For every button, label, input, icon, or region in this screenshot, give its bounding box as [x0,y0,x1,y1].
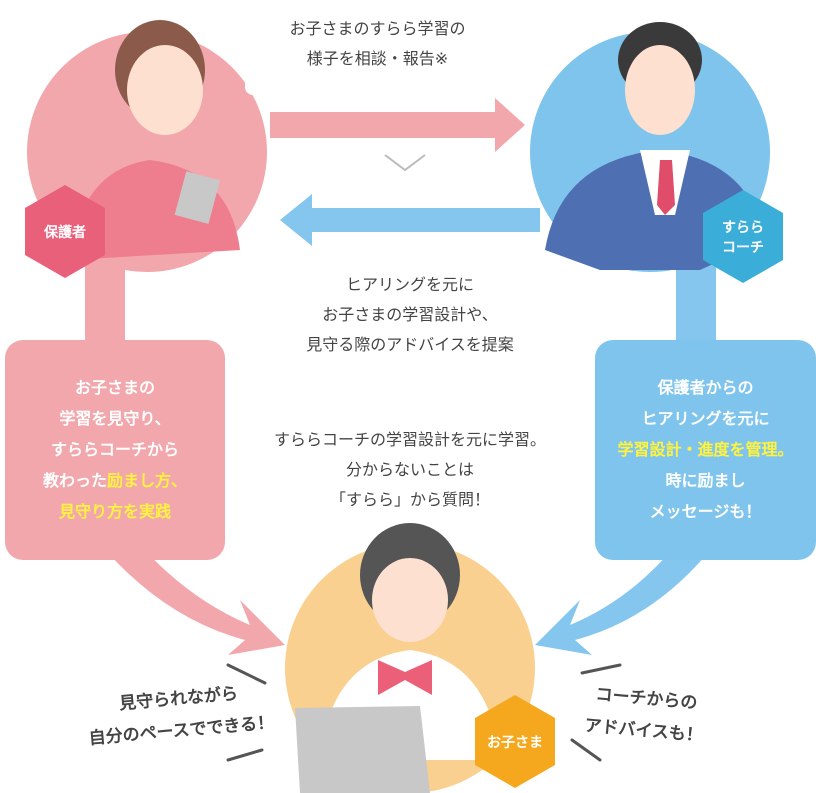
middle-message-line: お子さまの学習設計や、 [322,305,498,324]
laptop [295,706,430,793]
arrow-parent-to-coach [270,98,525,152]
child-right-caption: コーチからの アドバイスも！ [572,677,717,753]
parent-box: お子さまの 学習を見守り、 すららコーチから 教わった励まし方、 見守り方を実践 [5,372,225,527]
parent-box-line: 学習を見守り、 [59,409,171,428]
middle-message-line: 見守る際のアドバイスを提案 [306,335,514,354]
coach-box-line: ヒアリングを元に [641,409,770,428]
coach-badge-bg [703,190,783,283]
parent-box-bg [5,340,225,560]
arrow-coach-to-parent [280,194,540,246]
center-message: すららコーチの学習設計を元に学習。 分からないことは 「すらら」から質問！ [250,425,570,515]
child-face [372,558,448,642]
middle-message-line: ヒアリングを元に [345,275,474,294]
coach-box-line: 保護者からの [657,378,754,397]
emphasis-lines [226,663,622,762]
arrow-coach-to-child [535,545,706,655]
coach-badge-line: すらら [722,219,764,236]
parent-box-line: 教わった [42,471,107,490]
coach-tie [657,160,675,215]
parent-box-highlight: 励まし方、 [107,471,188,490]
child-badge: お子さま [487,734,543,751]
coach-badge: すらら コーチ [703,215,783,260]
child-bow [378,660,432,695]
parent-phone [174,171,221,224]
parent-box-line: お子さまの [74,378,155,397]
parent-box-line: すららコーチから [50,440,179,459]
parent-box-highlight: 見守り方を実践 [58,502,171,521]
parent-badge-bg [25,185,105,278]
parent-face [127,45,203,135]
coach-box-line: メッセージも！ [649,502,762,521]
coach-box: 保護者からの ヒアリングを元に 学習設計・進度を管理。 時に励まし メッセージも… [595,372,816,527]
child-badge-bg [475,695,555,788]
top-message-line: 様子を相談・報告※ [306,49,449,68]
middle-message: ヒアリングを元に お子さまの学習設計や、 見守る際のアドバイスを提案 [300,270,520,360]
speech-bubble [245,5,510,95]
parent-badge: 保護者 [44,224,86,241]
coach-face [625,45,695,135]
coach-badge-line: コーチ [722,239,764,256]
coach-box-bg [595,340,816,560]
top-message: お子さまのすらら学習の 様子を相談・報告※ [245,14,510,74]
center-message-line: すららコーチの学習設計を元に学習。 [273,430,546,449]
coach-box-highlight: 学習設計・進度を管理。 [617,440,794,459]
center-message-line: 「すらら」から質問！ [329,490,490,509]
center-message-line: 分からないことは [345,460,474,479]
top-message-line: お子さまのすらら学習の [289,19,466,38]
coach-box-line: 時に励まし [665,471,746,490]
arrow-parent-to-child [110,545,285,655]
chevron-down-icon [384,154,426,172]
